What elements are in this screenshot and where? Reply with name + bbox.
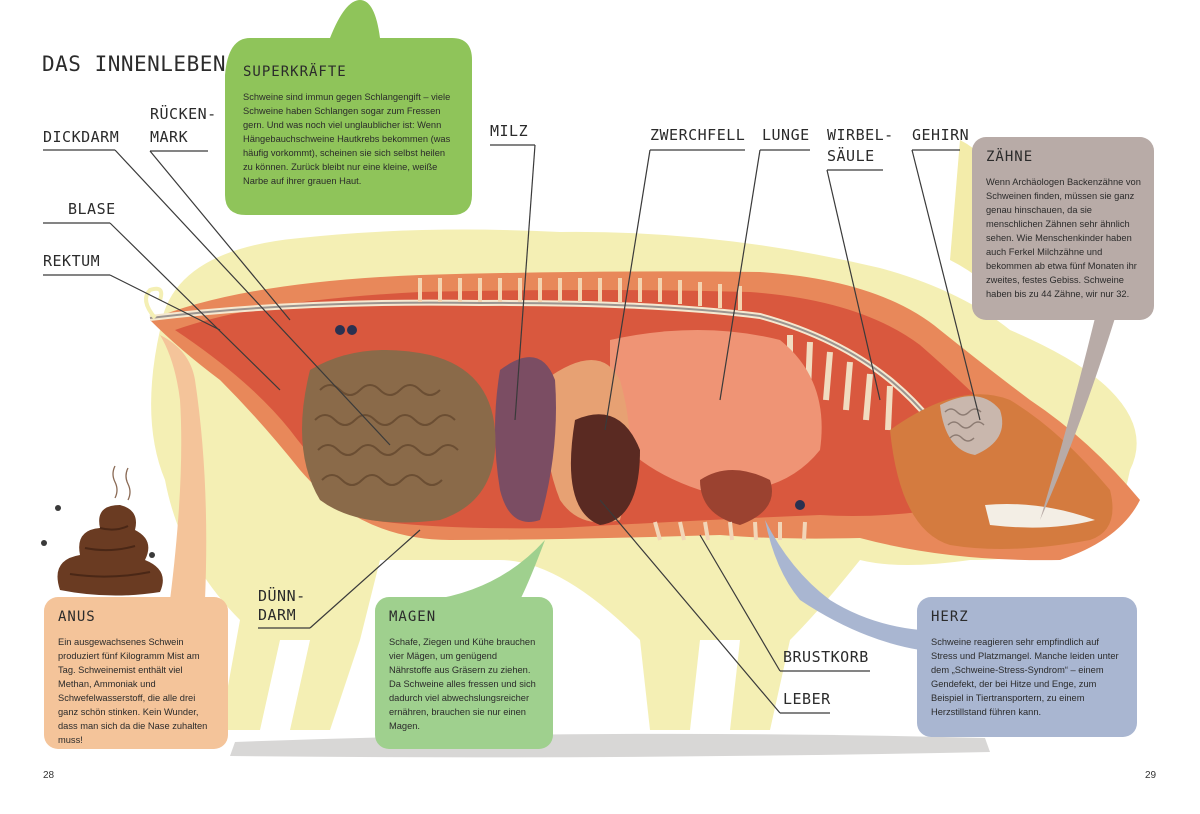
- page-number-right: 29: [1145, 770, 1157, 781]
- label-brustkorb: BRUSTKORB: [783, 648, 869, 666]
- herz-box: HERZ Schweine reagieren sehr empfindlich…: [917, 597, 1137, 737]
- superkraefte-bubble: [225, 0, 472, 215]
- spleen: [495, 357, 556, 522]
- page-number-left: 28: [43, 770, 55, 781]
- magen-title: MAGEN: [389, 609, 437, 625]
- intestines: [302, 350, 496, 523]
- herz-title: HERZ: [931, 609, 969, 625]
- zaehne-title: ZÄHNE: [986, 149, 1034, 165]
- anus-text: Ein ausgewachsenes Schwein produziert fü…: [58, 637, 208, 745]
- label-leber: LEBER: [783, 690, 831, 708]
- tail: [144, 286, 164, 320]
- magen-box: MAGEN Schafe, Ziegen und Kühe brauchen v…: [375, 597, 553, 749]
- anus-tail: [160, 335, 207, 600]
- superkraefte-text: Schweine sind immun gegen Schlangengift …: [243, 92, 451, 186]
- zaehne-box: ZÄHNE Wenn Archäologen Backenzähne von S…: [972, 137, 1154, 320]
- label-milz: MILZ: [490, 122, 529, 140]
- label-zwerchfell: ZWERCHFELL: [650, 126, 746, 144]
- superkraefte-title: SUPERKRÄFTE: [243, 64, 347, 80]
- lung: [610, 330, 822, 492]
- heart: [700, 470, 772, 525]
- label-dickdarm: DICKDARM: [43, 128, 120, 146]
- pointer-lines: [43, 144, 981, 714]
- fly-icons: [41, 505, 155, 558]
- label-lunge: LUNGE: [762, 126, 810, 144]
- zaehne-tail: [1040, 318, 1115, 520]
- superkraefte-box: SUPERKRÄFTE Schweine sind immun gegen Sc…: [229, 52, 469, 212]
- label-blase: BLASE: [68, 200, 116, 218]
- label-duenn: DÜNN-: [258, 587, 306, 605]
- herz-tail: [765, 520, 920, 650]
- manure-pile: [57, 505, 163, 596]
- label-rektum: REKTUM: [43, 252, 101, 270]
- label-saeule: SÄULE: [827, 147, 875, 165]
- anus-title: ANUS: [58, 609, 96, 625]
- label-mark: MARK: [150, 128, 189, 146]
- page-title: DAS INNENLEBEN: [42, 52, 227, 76]
- label-ruecken: RÜCKEN-: [150, 105, 217, 123]
- label-wirbel: WIRBEL-: [827, 126, 894, 144]
- label-darm: DARM: [258, 606, 297, 624]
- zaehne-text: Wenn Archäologen Backenzähne von Schwein…: [986, 177, 1141, 299]
- anus-box: ANUS Ein ausgewachsenes Schwein produzie…: [44, 597, 228, 749]
- teeth: [985, 504, 1095, 528]
- magen-text: Schafe, Ziegen und Kühe brauchen vier Mä…: [389, 637, 536, 731]
- magen-tail: [430, 540, 545, 600]
- ground-shadow: [230, 733, 990, 758]
- herz-text: Schweine reagieren sehr empfindlich auf …: [931, 637, 1119, 717]
- label-gehirn: GEHIRN: [912, 126, 970, 144]
